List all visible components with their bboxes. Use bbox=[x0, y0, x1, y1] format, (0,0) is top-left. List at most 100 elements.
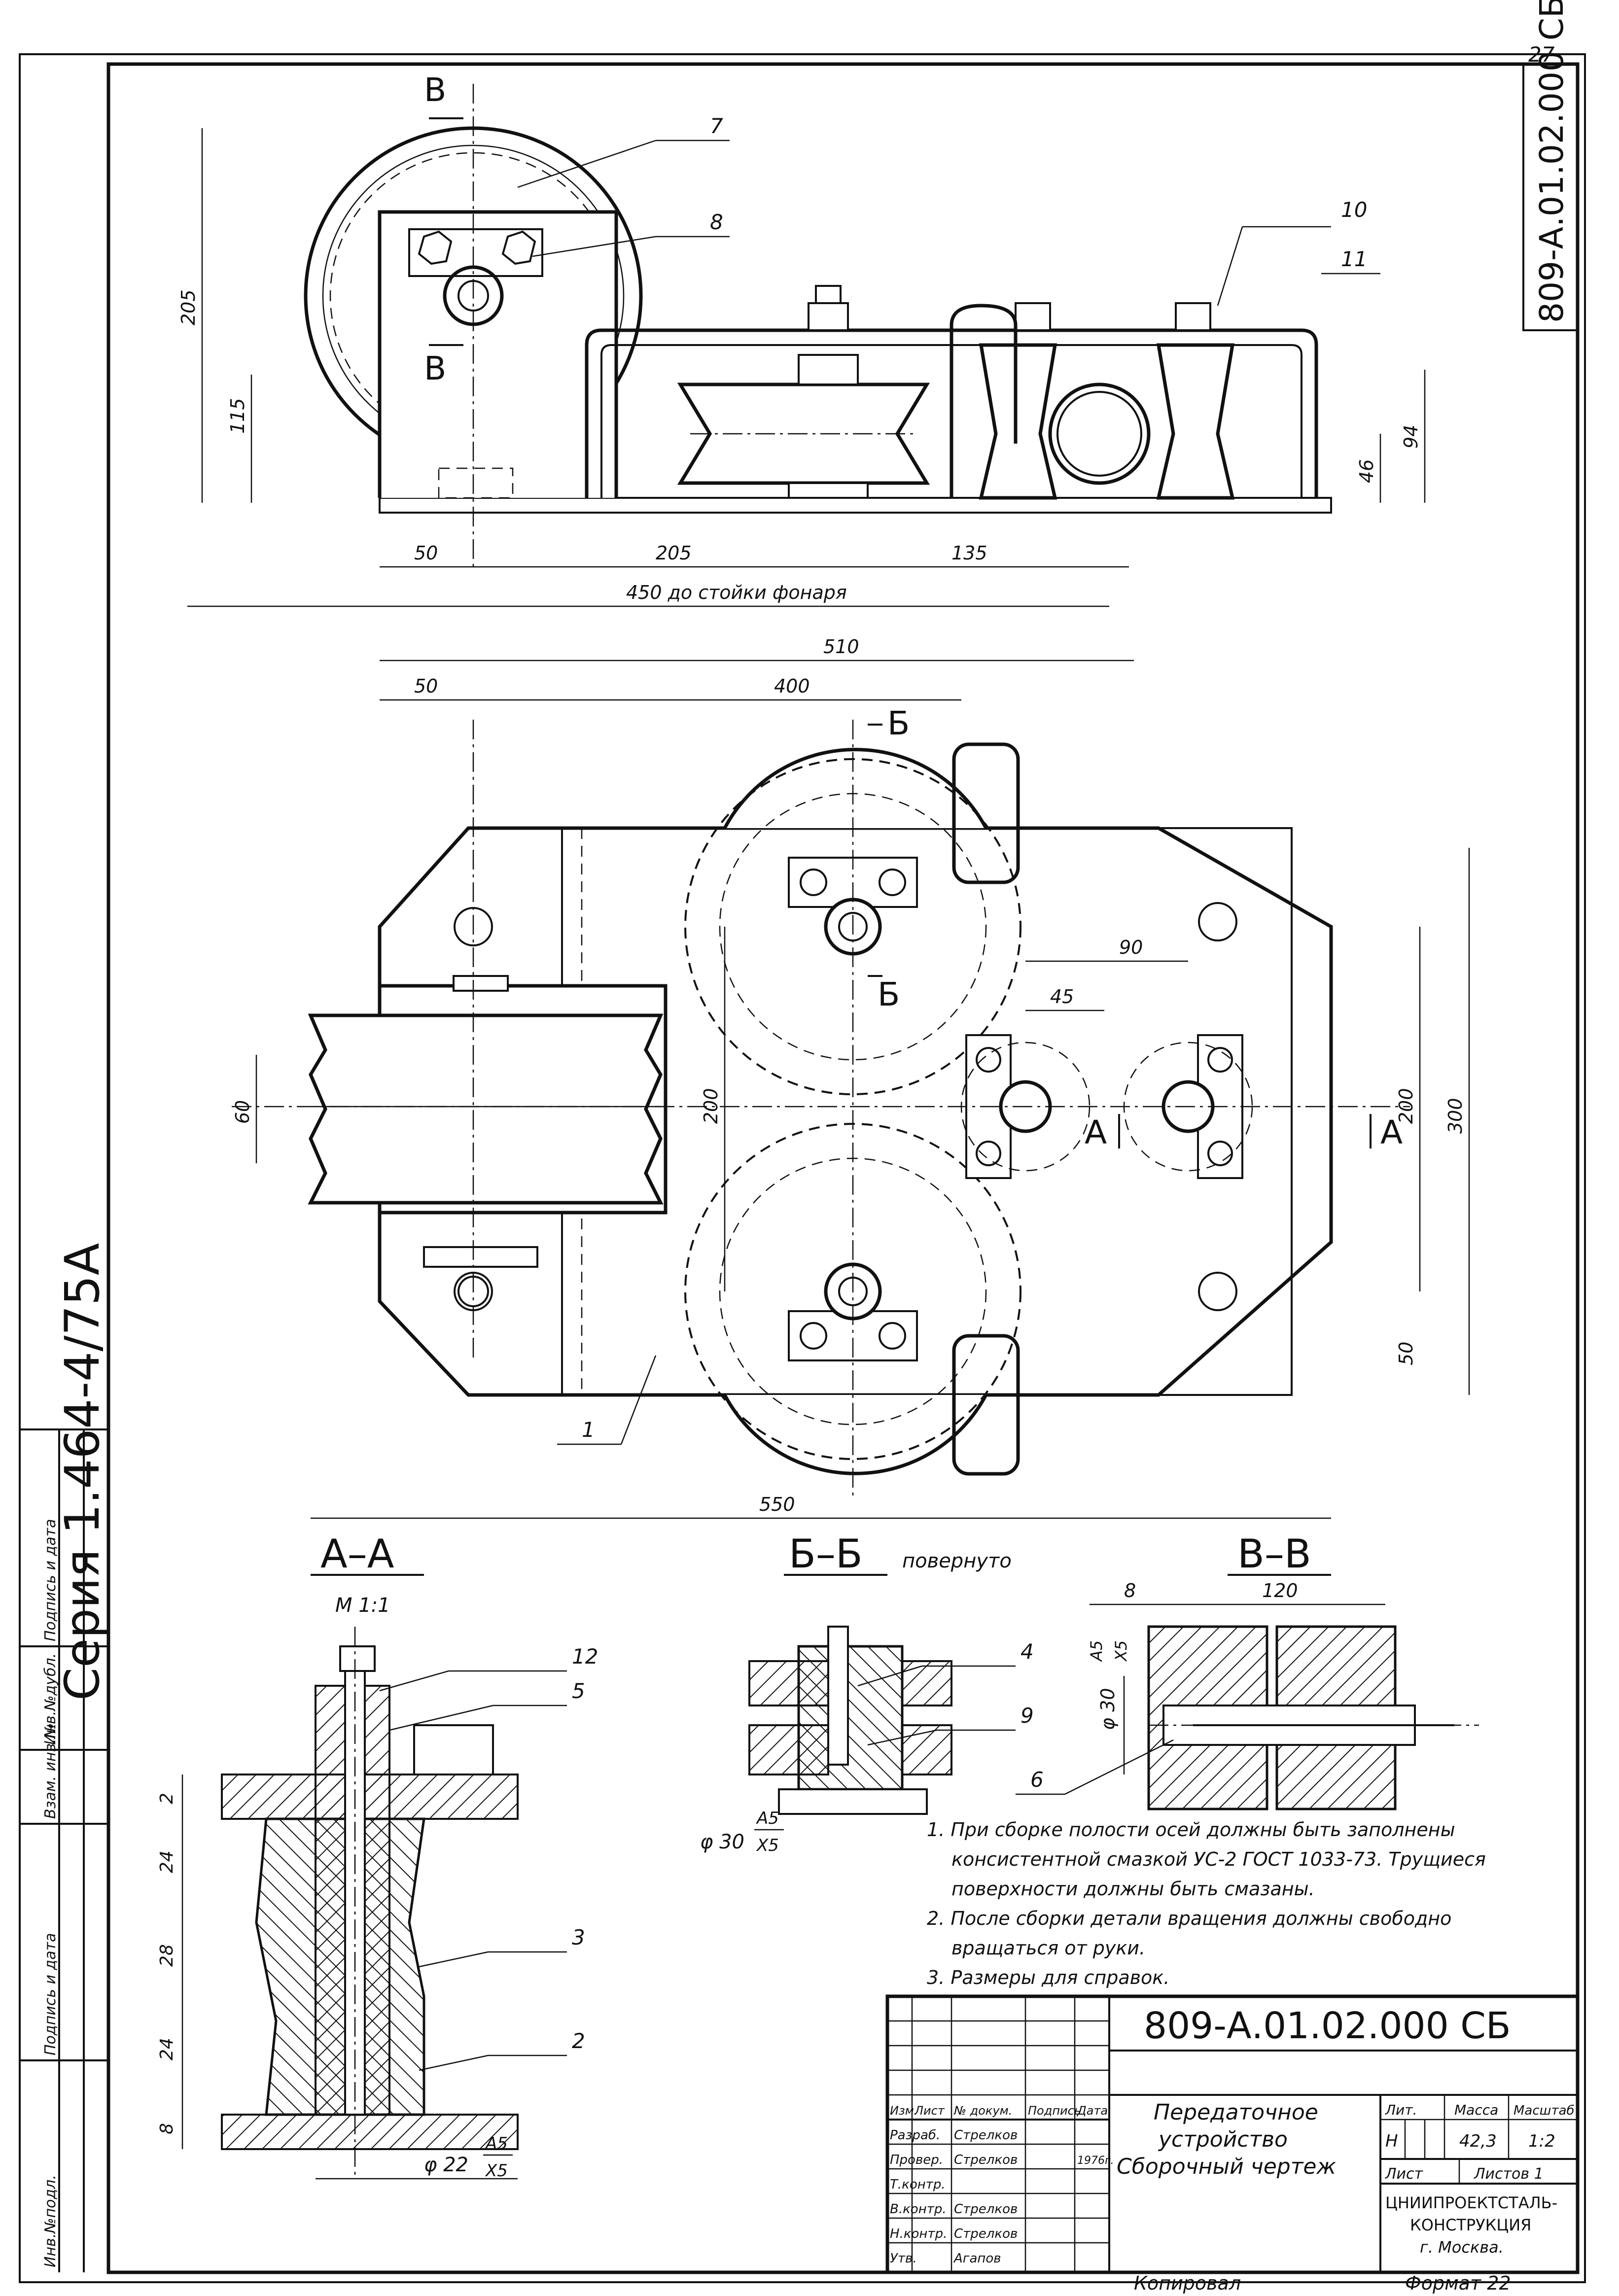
title-block: 809-А.01.02.000 СБ Изм. Лист № докум. По… bbox=[885, 1994, 1580, 2274]
role-vkontr: В.контр. bbox=[890, 2202, 947, 2217]
part-9: 9 bbox=[1021, 1704, 1034, 1728]
dim-205-v: 205 bbox=[177, 289, 199, 325]
sheets-label: Листов 1 bbox=[1474, 2165, 1544, 2183]
dim-50-right: 50 bbox=[1395, 1342, 1417, 1365]
person-nkontr: Стрелков bbox=[954, 2226, 1018, 2241]
title-name-1: Передаточное bbox=[1154, 2100, 1318, 2125]
note-line-4: 2. После сборки детали вращения должны с… bbox=[927, 1908, 1451, 1929]
col-list: Лист bbox=[914, 2104, 945, 2118]
vv-fit-diam: φ 30 bbox=[1097, 1688, 1119, 1731]
plan-view: 510 50 400 bbox=[232, 636, 1470, 1519]
role-razrab: Разраб. bbox=[890, 2128, 940, 2143]
stamp-inv-dubl: Инв.№дубл. bbox=[42, 1653, 59, 1745]
aa-dim-8: 8 bbox=[157, 2123, 177, 2134]
section-mark-aa-right: А bbox=[1380, 1113, 1403, 1151]
role-tkontr: Т.контр. bbox=[890, 2177, 946, 2192]
stamp-sign-date-1: Подпись и дата bbox=[42, 1933, 59, 2056]
aa-dim-2: 2 bbox=[157, 1793, 177, 1804]
side-code-box bbox=[1522, 63, 1579, 331]
section-bb: Б–Б повернуто 4 9 φ 30 A5 X5 bbox=[700, 1531, 1034, 1855]
part-5: 5 bbox=[572, 1679, 585, 1703]
dim-205-h: 205 bbox=[656, 542, 692, 564]
part-4: 4 bbox=[1021, 1639, 1034, 1664]
dim-200-left: 200 bbox=[700, 1088, 722, 1124]
section-mark-b-top: В bbox=[424, 71, 446, 109]
dim-50-h: 50 bbox=[414, 542, 438, 564]
page-number: 27 bbox=[1528, 42, 1555, 67]
sheet-label: Лист bbox=[1385, 2165, 1424, 2183]
aa-fit-diam: φ 22 bbox=[424, 2154, 468, 2176]
part-6: 6 bbox=[1030, 1768, 1044, 1792]
dim-115-v: 115 bbox=[227, 398, 248, 434]
dim-46-v: 46 bbox=[1356, 459, 1377, 483]
part-7: 7 bbox=[710, 114, 723, 138]
dim-300: 300 bbox=[1444, 1098, 1466, 1134]
part-11: 11 bbox=[1341, 247, 1367, 271]
copied-label: Копировал bbox=[1134, 2272, 1241, 2294]
lit-value: Н bbox=[1385, 2131, 1398, 2151]
org-line-3: г. Москва. bbox=[1420, 2238, 1504, 2257]
dim-400: 400 bbox=[774, 675, 810, 697]
section-mark-bb-low: Б bbox=[878, 975, 900, 1013]
bb-fit-num: A5 bbox=[756, 1809, 779, 1828]
section-bb-title: Б–Б bbox=[789, 1531, 863, 1577]
person-razrab: Стрелков bbox=[954, 2128, 1018, 2143]
note-line-1: 1. При сборке полости осей должны быть з… bbox=[927, 1819, 1455, 1841]
section-mark-aa-left: А bbox=[1085, 1113, 1107, 1151]
role-utv: Утв. bbox=[890, 2251, 917, 2266]
part-3: 3 bbox=[572, 1925, 585, 1949]
dim-45: 45 bbox=[1050, 986, 1074, 1008]
side-doc-code: 809-А.01.02.000 СБ bbox=[1533, 0, 1571, 323]
section-mark-bb-top: Б bbox=[887, 704, 910, 742]
aa-dim-28: 28 bbox=[157, 1944, 177, 1967]
vv-dim-8: 8 bbox=[1124, 1580, 1136, 1601]
scale-label: Масштаб bbox=[1513, 2103, 1575, 2118]
note-line-3: поверхности должны быть смазаны. bbox=[951, 1878, 1315, 1900]
org-line-1: ЦНИИПРОЕКТСТАЛЬ- bbox=[1385, 2193, 1557, 2212]
dim-450-lantern: 450 до стойки фонаря bbox=[626, 582, 847, 603]
role-nkontr: Н.контр. bbox=[890, 2226, 947, 2241]
dim-60: 60 bbox=[232, 1100, 253, 1124]
date-prover: 1976г. bbox=[1077, 2155, 1114, 2167]
series-label: Серия 1.464-4/75А bbox=[55, 1243, 110, 1701]
dim-90: 90 bbox=[1119, 937, 1143, 958]
dim-510: 510 bbox=[823, 636, 859, 658]
section-mark-b-low: В bbox=[424, 349, 446, 387]
vv-fit-num: A5 bbox=[1087, 1640, 1106, 1662]
section-aa-title: А–А bbox=[320, 1531, 394, 1577]
role-prover: Провер. bbox=[890, 2153, 943, 2167]
person-utv: Агапов bbox=[953, 2251, 1001, 2266]
part-8: 8 bbox=[710, 210, 723, 234]
part-1: 1 bbox=[582, 1418, 595, 1442]
col-sign: Подпись bbox=[1028, 2104, 1081, 2118]
dim-550: 550 bbox=[759, 1494, 795, 1515]
title-name-3: Сборочный чертеж bbox=[1117, 2154, 1336, 2179]
title-doc-code: 809-А.01.02.000 СБ bbox=[1144, 2005, 1511, 2047]
vv-fit-den: X5 bbox=[1112, 1640, 1130, 1662]
dim-50-plan: 50 bbox=[414, 675, 438, 697]
section-bb-note: повернуто bbox=[902, 1550, 1012, 1572]
stamp-vzam-inv: Взам. инв.№ bbox=[42, 1723, 59, 1819]
dim-94-v: 94 bbox=[1400, 425, 1422, 449]
scale-value: 1:2 bbox=[1528, 2131, 1555, 2151]
col-izm: Изм. bbox=[890, 2104, 917, 2118]
elevation-view: В В 7 8 10 11 205 115 94 46 50 205 135 4… bbox=[177, 71, 1426, 607]
section-vv-title: В–В bbox=[1237, 1531, 1311, 1577]
mass-value: 42,3 bbox=[1459, 2131, 1497, 2151]
section-aa: А–А М 1:1 12 5 3 2 2 24 28 24 8 φ 22 A5 … bbox=[157, 1531, 598, 2181]
person-prover: Стрелков bbox=[954, 2153, 1018, 2167]
dim-135-h: 135 bbox=[951, 542, 987, 564]
stamp-inv-podl: Инв.№подл. bbox=[42, 2175, 59, 2267]
person-vkontr: Стрелков bbox=[954, 2202, 1018, 2217]
title-name-2: устройство bbox=[1158, 2127, 1288, 2152]
inner-frame bbox=[106, 62, 1580, 2274]
bb-fit-den: X5 bbox=[756, 1836, 779, 1855]
col-date: Дата bbox=[1077, 2104, 1108, 2118]
vv-dim-120: 120 bbox=[1262, 1580, 1298, 1601]
aa-dim-24-a: 24 bbox=[157, 1850, 177, 1873]
section-aa-scale: М 1:1 bbox=[335, 1594, 390, 1617]
aa-dim-24-b: 24 bbox=[157, 2038, 177, 2060]
bb-fit-diam: φ 30 bbox=[700, 1831, 744, 1853]
